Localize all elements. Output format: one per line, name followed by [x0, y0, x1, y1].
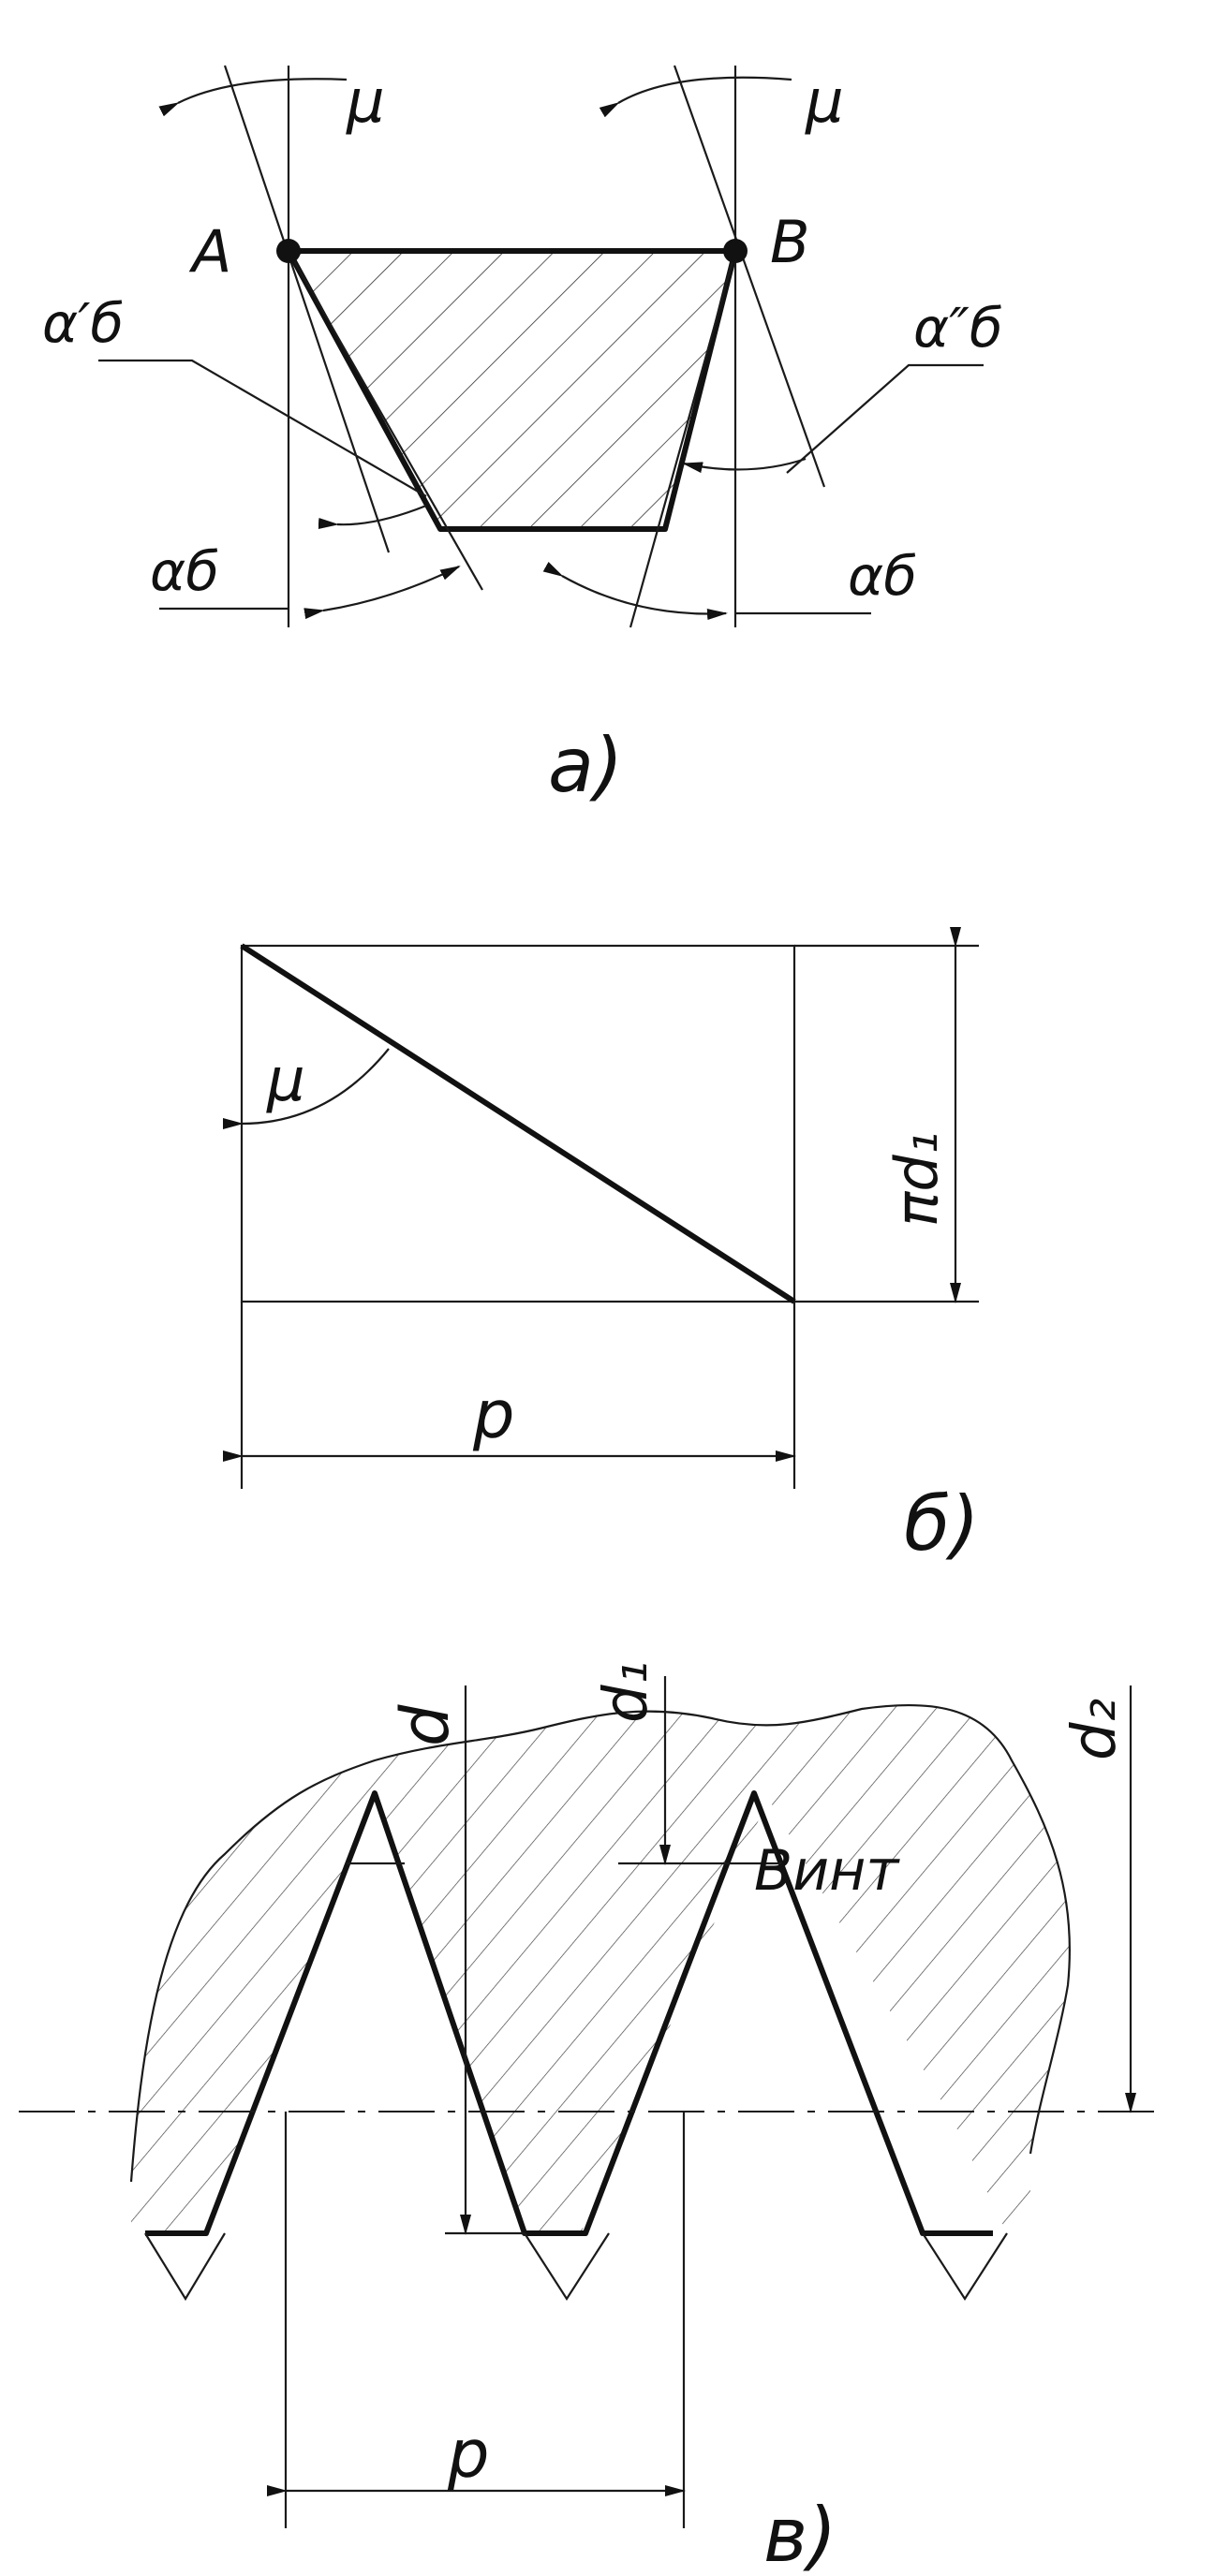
label-mu-left: μ	[346, 67, 385, 137]
helix-line	[240, 943, 796, 1304]
alpha-prime-arc	[318, 504, 427, 530]
label-width: p	[472, 1376, 514, 1453]
caption-a: а)	[548, 722, 623, 809]
label-alpha-right: αб	[848, 544, 917, 608]
thread-tip-3	[922, 2232, 1008, 2302]
flank-left-ext	[288, 250, 483, 591]
label-d1: d₁	[592, 1661, 661, 1723]
label-d2: d₂	[1060, 1699, 1130, 1760]
alpha-right-arc	[542, 561, 728, 621]
mu-arc-left	[158, 78, 348, 117]
alpha-prime-leader	[98, 359, 427, 497]
profile-outline	[286, 248, 738, 532]
caption-b: б)	[904, 1480, 980, 1568]
thread-tip-2	[524, 2232, 610, 2302]
label-mu-b: μ	[266, 1046, 305, 1115]
label-alpha-left: αб	[150, 539, 219, 603]
label-mu-right: μ	[805, 67, 844, 137]
point-b-dot	[723, 239, 748, 263]
label-screw: Винт	[754, 1838, 900, 1904]
alpha-double-prime-arc	[682, 457, 807, 474]
incline-a	[223, 65, 391, 553]
profile-section	[289, 251, 735, 529]
mu-arc-b	[222, 1048, 390, 1130]
label-alpha-double-prime: α″б	[913, 296, 1003, 360]
figure-a: μ μ A B α′б α″б αб αб а)	[42, 65, 1003, 809]
thread-profile	[145, 1790, 993, 2236]
label-point-b: B	[770, 208, 810, 276]
label-alpha-prime: α′б	[42, 291, 124, 355]
screw-break-line	[129, 1703, 1072, 2183]
label-d: d	[387, 1704, 464, 1746]
figure-b: μ πd₁ p б)	[222, 927, 980, 1568]
alpha-double-prime-leader	[786, 363, 984, 474]
point-a-dot	[276, 239, 301, 263]
label-height: πd₁	[882, 1131, 951, 1227]
label-pitch: p	[447, 2416, 489, 2493]
alpha-left-arc	[304, 566, 461, 620]
label-point-a: A	[188, 217, 231, 286]
thread-tip-1	[144, 2232, 226, 2302]
caption-c: в)	[763, 2492, 836, 2576]
mu-arc-right	[599, 76, 792, 118]
figure-c: d d₁ d₂ Винт p в)	[19, 1661, 1162, 2576]
incline-b	[673, 65, 826, 488]
